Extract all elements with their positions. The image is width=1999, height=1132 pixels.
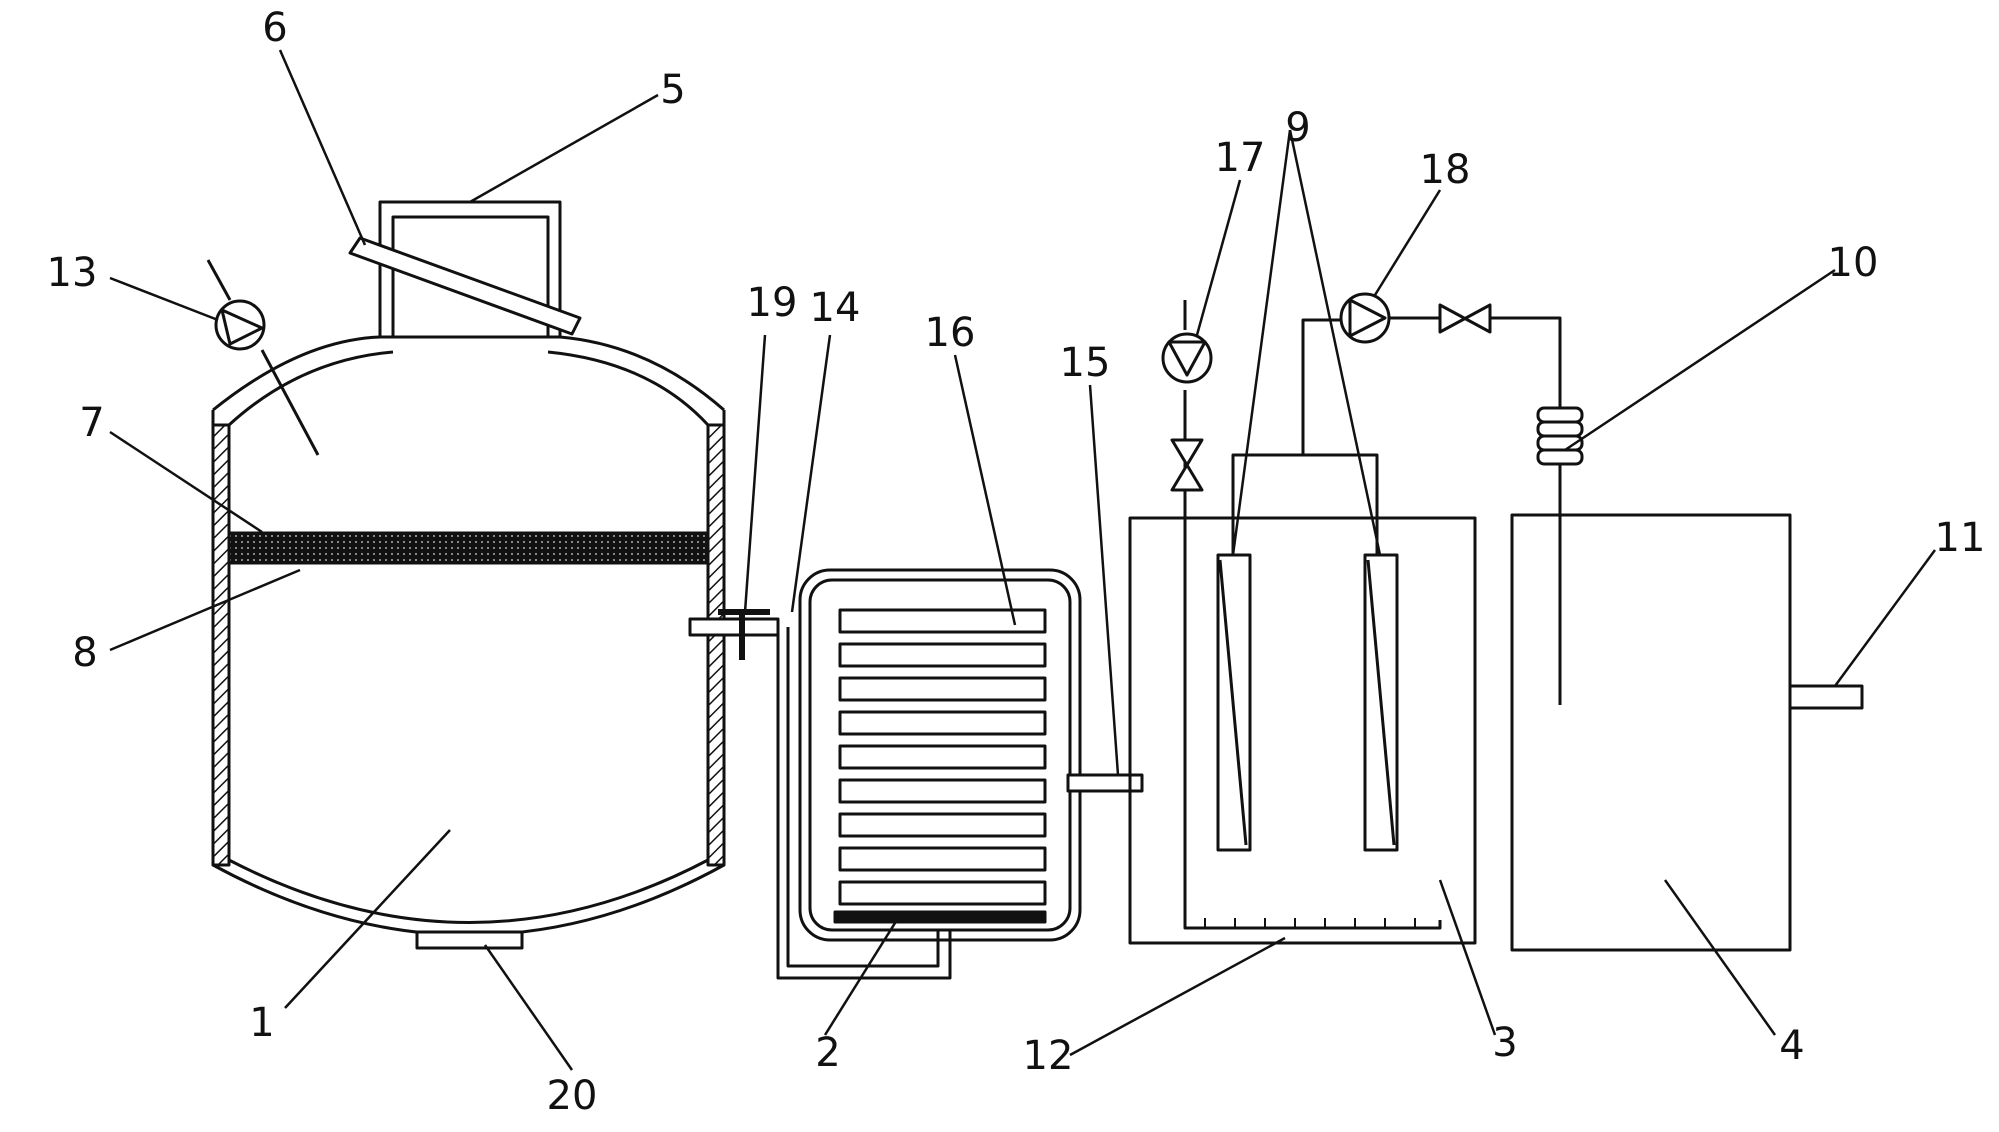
leader-lines [109,49,1937,1071]
label-13: 13 [47,250,98,296]
vessel-top-head-outer [212,335,381,412]
label-17: 17 [1215,135,1266,181]
label-7: 7 [79,400,104,446]
aerator-holes [1204,918,1416,928]
label-2: 2 [815,1030,840,1076]
label-16: 16 [925,310,976,356]
vessel-top-head-inner [227,350,394,427]
heating-unit [798,568,1082,942]
heater-strip [833,910,1047,924]
label-9: 9 [1285,105,1310,151]
label-12: 12 [1023,1033,1074,1079]
label-1: 1 [249,1000,274,1046]
gas-line [1301,318,1340,455]
vessel-neck-inner [391,215,550,339]
filter-layer [227,531,710,565]
label-4: 4 [1779,1023,1804,1069]
tray-rack [838,608,1047,906]
vessel-left-wall [211,423,231,867]
label-19: 19 [747,280,798,326]
label-5: 5 [660,67,685,113]
label-15: 15 [1060,340,1111,386]
vessel-bottom-head-inner [228,858,709,924]
flow-meter-10 [1536,406,1584,466]
label-8: 8 [72,630,97,676]
vessel-top-head-inner-right [547,350,710,427]
transfer-pipe [776,627,952,980]
outlet-11 [1788,684,1864,710]
electrode-right [1363,553,1399,852]
tank-4-body [1510,513,1792,952]
aerator [1183,920,1442,930]
label-11: 11 [1935,515,1986,561]
pump-13 [206,259,320,456]
electrode-busbar [1231,453,1379,555]
label-20: 20 [547,1073,598,1119]
storage-tank [1510,406,1864,952]
side-outlet-pipe [688,617,780,637]
number-labels: 1 2 3 4 5 6 7 8 9 10 11 12 13 14 15 16 1… [47,5,1986,1119]
label-10: 10 [1828,240,1879,286]
unit-2-outer [798,568,1082,942]
pump-17 [1161,332,1213,384]
valve-18 [1438,303,1492,334]
valve-17 [1170,438,1204,492]
reaction-vessel [211,200,780,950]
vessel-top-head-outer-right [559,335,725,412]
label-14: 14 [810,285,861,331]
bottom-outlet [415,930,524,950]
pump-18-line [1339,292,1562,408]
electrolysis-tank [1128,300,1477,945]
feed-pipe [348,236,582,336]
vessel-right-wall [706,423,726,867]
label-3: 3 [1492,1020,1517,1066]
label-18: 18 [1420,147,1471,193]
connector-15 [1066,773,1144,793]
vessel-bottom-head-outer [212,863,725,937]
label-6: 6 [262,5,287,51]
tank-3-body [1128,516,1477,945]
unit-2-inner [808,578,1072,932]
